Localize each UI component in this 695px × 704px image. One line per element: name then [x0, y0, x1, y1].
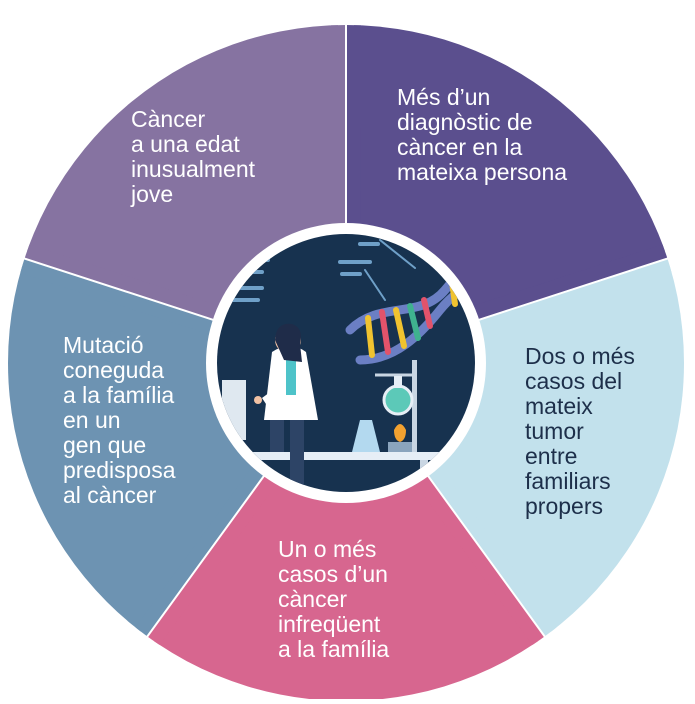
lab-table — [240, 452, 450, 460]
segment-text-rare-cancer-family: Un o més casos d’un càncer infreqüent a … — [278, 536, 390, 662]
segment-text-early-age: Càncer a una edat inusualment jove — [131, 106, 256, 207]
segment-text-known-mutation: Mutació coneguda a la família en un gen … — [63, 332, 176, 508]
segment-text-multiple-diagnoses: Més d’un diagnòstic de càncer en la mate… — [397, 84, 568, 185]
dna-helix-icon — [345, 240, 475, 365]
segment-text-same-tumor-relatives: Dos o més casos del mateix tumor entre f… — [525, 343, 635, 519]
center-illustration — [206, 223, 486, 503]
lab-flask-icon — [352, 360, 417, 452]
scientist-figure — [254, 323, 318, 488]
